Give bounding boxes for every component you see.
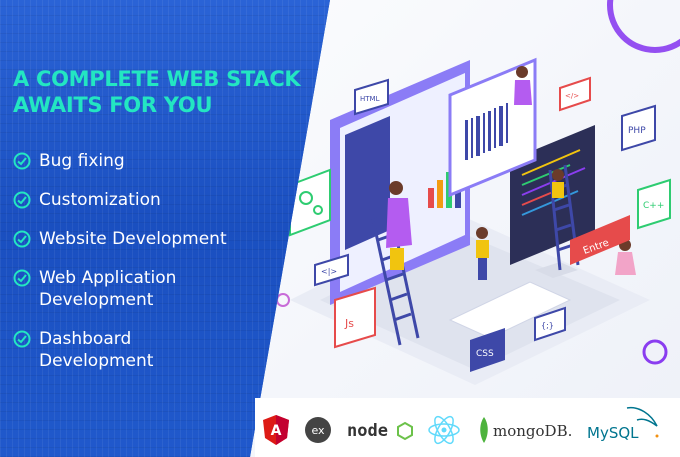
react-logo	[428, 415, 460, 445]
check-circle-icon	[13, 230, 31, 248]
braces-badge	[534, 306, 566, 342]
feature-item: Website Development	[13, 228, 273, 250]
check-circle-icon	[13, 330, 31, 348]
php-label: PHP	[628, 126, 646, 136]
check-circle-icon	[13, 152, 31, 170]
check-circle-icon	[13, 191, 31, 209]
entre-badge	[570, 215, 630, 265]
feature-text-line-2: Development	[39, 290, 154, 310]
mysql-text: MySQL	[587, 424, 639, 442]
monitor-code-panel	[345, 116, 390, 250]
php-badge	[621, 104, 656, 152]
express-logo: ex	[305, 417, 331, 443]
headline: A COMPLETE WEB STACK AWAITS FOR YOU	[13, 66, 313, 118]
chart-bar	[428, 188, 434, 208]
mouse-pad	[535, 262, 578, 278]
feature-item: Customization	[13, 189, 273, 211]
web-stack-illustration: HTML </> PHP C++ <|> Js CSS {;} Entre	[276, 0, 680, 385]
person-top	[514, 66, 532, 105]
feature-list: Bug fixing Customization Website Develop…	[13, 150, 273, 389]
html-badge-label: HTML	[360, 95, 380, 103]
feature-item: Web Application Development	[13, 267, 273, 311]
js-label: Js	[344, 317, 354, 330]
feature-item: Dashboard Development	[13, 328, 273, 372]
css-label: CSS	[476, 349, 494, 359]
decorative-ring	[607, 0, 680, 53]
angular-logo: A	[263, 415, 289, 445]
mongodb-logo: mongoDB.	[480, 417, 572, 443]
cpp-label: C++	[643, 201, 664, 211]
check-circle-icon	[13, 269, 31, 287]
chart-bar	[437, 180, 443, 208]
person-left	[386, 181, 412, 270]
code-tag-badge-left	[314, 253, 349, 287]
decorative-ring-small	[642, 339, 668, 365]
cpp-badge	[637, 178, 671, 230]
feature-text: Customization	[39, 190, 161, 210]
feature-text: Web Application	[39, 268, 177, 288]
decorative-dot-ring	[276, 293, 290, 307]
feature-text: Bug fixing	[39, 151, 125, 171]
person-middle	[476, 227, 489, 280]
barcode	[465, 103, 508, 160]
node-text: node	[347, 421, 388, 441]
css-badge	[470, 328, 505, 372]
feature-text-line-2: Development	[39, 351, 154, 371]
code-tag-badge-top	[559, 76, 591, 112]
person-right	[552, 169, 564, 198]
tech-logos-strip: A ex node mongoDB. MySQL	[255, 398, 680, 457]
feature-item: Bug fixing	[13, 150, 273, 172]
headline-line-2: AWAITS FOR YOU	[13, 93, 213, 117]
nodejs-logo: node	[347, 421, 413, 441]
js-badge	[334, 286, 376, 349]
feature-text: Website Development	[39, 229, 227, 249]
code-tag-label-2: <|>	[321, 267, 337, 276]
angular-letter: A	[271, 423, 282, 439]
keyboard	[448, 281, 572, 339]
headline-line-1: A COMPLETE WEB STACK	[13, 67, 301, 91]
braces-label: {;}	[541, 321, 554, 330]
feature-text: Dashboard	[39, 329, 132, 349]
top-screen	[448, 57, 537, 198]
express-letters: ex	[311, 424, 325, 437]
html-badge	[354, 78, 389, 116]
mysql-logo: MySQL	[587, 406, 659, 442]
code-tag-label: </>	[565, 92, 579, 100]
mongodb-text: mongoDB.	[493, 422, 572, 440]
